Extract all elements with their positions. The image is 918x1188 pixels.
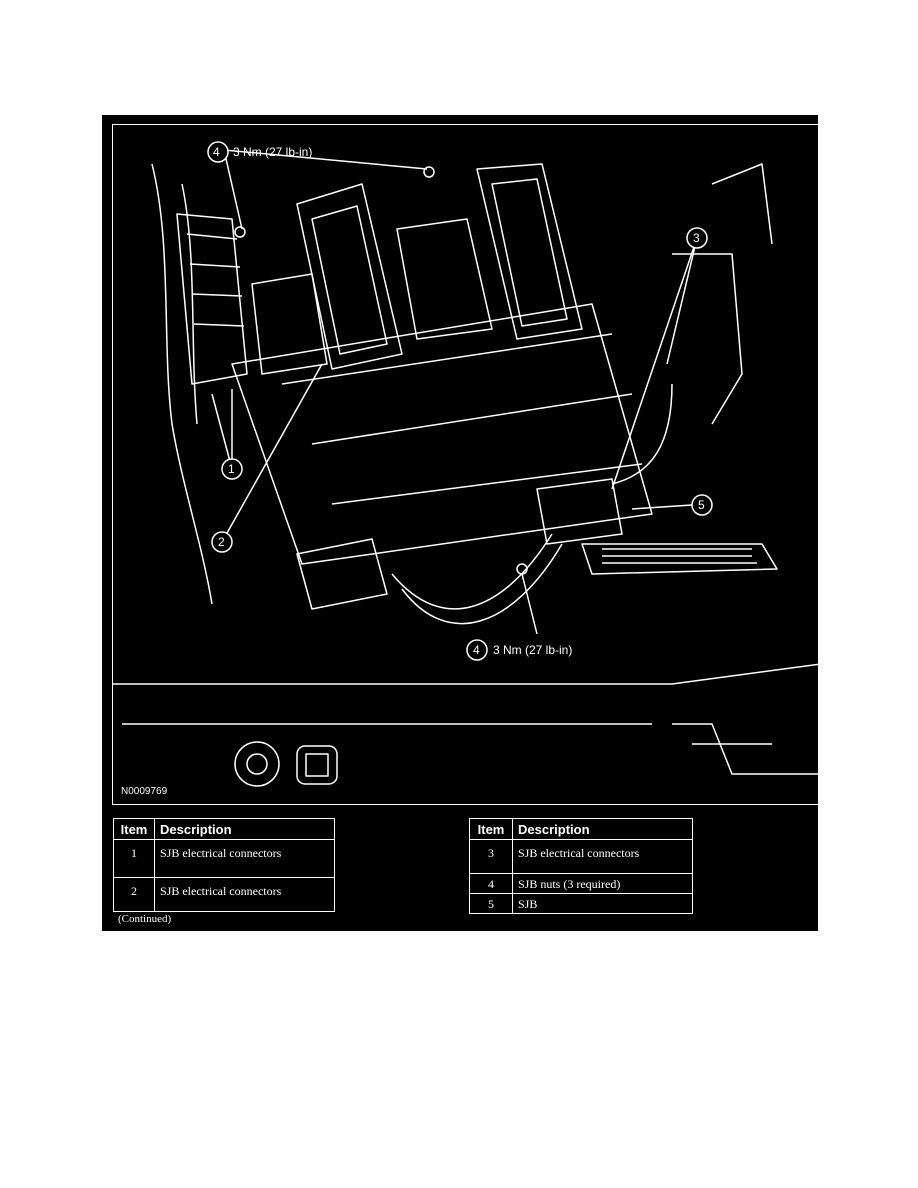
callout-4-top-number: 4 (213, 145, 220, 159)
line-drawing (112, 124, 821, 805)
legend-right-description: SJB (512, 893, 693, 914)
callout-4-bottom-torque: 3 Nm (27 lb-in) (493, 643, 573, 657)
legend-table-right: Item Description 3 SJB electrical connec… (469, 818, 693, 914)
callout-2-number: 2 (218, 535, 225, 549)
legend-left-item: 1 (113, 839, 155, 878)
legend-left-description: SJB electrical connectors (154, 839, 335, 878)
callout-circles (207, 141, 713, 661)
legend-left-header-row: Item Description (113, 818, 335, 840)
legend-right-header-item: Item (469, 818, 513, 840)
callout-1-number: 1 (228, 462, 235, 476)
callout-4-top-torque: 3 Nm (27 lb-in) (233, 145, 313, 159)
table-row: 3 SJB electrical connectors (469, 839, 693, 874)
legend-left-header-description: Description (154, 818, 335, 840)
legend-left-item: 2 (113, 877, 155, 912)
legend-left-header-item: Item (113, 818, 155, 840)
legend-right-header-row: Item Description (469, 818, 693, 840)
sjb-illustration: 4 3 Nm (27 lb-in) 3 1 2 5 4 3 Nm (27 lb-… (112, 124, 821, 805)
continued-note: (Continued) (118, 913, 172, 925)
legend-right-item: 5 (469, 893, 513, 914)
legend-right-item: 3 (469, 839, 513, 874)
legend-right-header-description: Description (512, 818, 693, 840)
figure-panel (102, 115, 818, 931)
legend-right-description: SJB nuts (3 required) (512, 873, 693, 894)
callout-5-number: 5 (698, 498, 705, 512)
table-row: 5 SJB (469, 893, 693, 914)
legend-table-left: Item Description 1 SJB electrical connec… (113, 818, 335, 912)
callout-3-number: 3 (693, 231, 700, 245)
legend-right-description: SJB electrical connectors (512, 839, 693, 874)
legend-left-description: SJB electrical connectors (154, 877, 335, 912)
table-row: 2 SJB electrical connectors (113, 877, 335, 912)
table-row: 1 SJB electrical connectors (113, 839, 335, 878)
callout-4-bottom-number: 4 (473, 643, 480, 657)
table-row: 4 SJB nuts (3 required) (469, 873, 693, 894)
legend-right-item: 4 (469, 873, 513, 894)
figure-id-label: N0009769 (121, 786, 168, 797)
